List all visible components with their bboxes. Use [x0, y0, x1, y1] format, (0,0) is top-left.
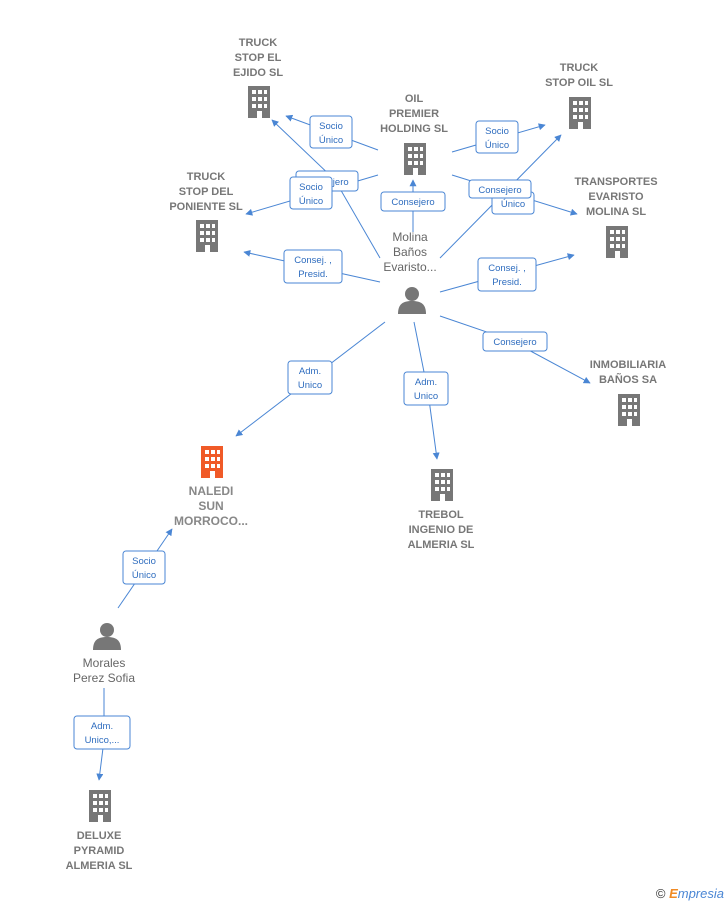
- person-name-line: Perez Sofia: [73, 671, 135, 685]
- edge-label-line: Socio: [485, 126, 509, 137]
- building-icon: [404, 143, 426, 175]
- edge-label-line: Consej. ,: [294, 255, 332, 266]
- company-name-line: PYRAMID: [74, 845, 125, 857]
- company-node-inmobiliaria[interactable]: INMOBILIARIA BAÑOS SA: [590, 359, 666, 426]
- edge-label-line: Unico: [414, 391, 438, 402]
- company-name-line: TRUCK: [187, 171, 226, 183]
- edges: [96, 114, 591, 781]
- edge-label-consejero-oil[interactable]: Consejero: [380, 191, 446, 212]
- company-node-naledi-focus[interactable]: NALEDI SUN MORROCO...: [174, 446, 248, 528]
- edge-label-line: Adm.: [299, 366, 321, 377]
- building-icon: [569, 97, 591, 129]
- edge-label-line: Socio: [319, 121, 343, 132]
- building-icon: [248, 86, 270, 118]
- brand-watermark: © Empresia: [656, 886, 724, 901]
- edge-label-adm-unico-trebol[interactable]: Adm. Unico: [403, 371, 449, 406]
- building-icon: [606, 226, 628, 258]
- company-name-line: INGENIO DE: [409, 524, 474, 536]
- edge-label-adm-unico-naledi[interactable]: Adm. Unico: [287, 360, 333, 395]
- company-name-line: ALMERIA SL: [66, 860, 133, 872]
- company-node-oil-premier-holding[interactable]: OIL PREMIER HOLDING SL: [380, 93, 448, 175]
- company-node-truck-stop-poniente[interactable]: TRUCK STOP DEL PONIENTE SL: [169, 171, 243, 252]
- company-name-line: SUN: [198, 499, 223, 513]
- edge-label-line: Presid.: [298, 269, 328, 280]
- building-icon: [89, 790, 111, 822]
- company-name-line: STOP OIL SL: [545, 77, 613, 89]
- company-name-line: TRANSPORTES: [574, 176, 657, 188]
- edge-label-consejero-inmobiliaria[interactable]: Consejero: [482, 331, 548, 352]
- company-node-truck-stop-oil[interactable]: TRUCK STOP OIL SL: [545, 62, 613, 129]
- edge-label-consej-presid-transportes[interactable]: Consej. , Presid.: [477, 257, 537, 292]
- edge-label-line: Consejero: [493, 337, 536, 348]
- company-name-line: DELUXE: [77, 830, 122, 842]
- copyright-icon: ©: [655, 886, 666, 901]
- building-icon: [431, 469, 453, 501]
- company-node-truck-stop-ejido[interactable]: TRUCK STOP EL EJIDO SL: [233, 37, 283, 118]
- company-name-line: ALMERIA SL: [408, 539, 475, 551]
- person-node-molina[interactable]: Molina Baños Evaristo...: [383, 230, 437, 314]
- edge-label-consej-presid-poniente[interactable]: Consej. , Presid.: [283, 249, 343, 284]
- person-icon: [93, 623, 121, 650]
- person-name-line: Baños: [393, 245, 427, 259]
- edge-label-line: Socio: [299, 182, 323, 193]
- edge-label-line: Adm.: [415, 377, 437, 388]
- brand-logo-text: mpresia: [677, 886, 724, 901]
- company-name-line: MOLINA SL: [586, 206, 646, 218]
- building-icon: [196, 220, 218, 252]
- company-name-line: EVARISTO: [588, 191, 644, 203]
- edge-label-line: Socio: [132, 556, 156, 567]
- company-name-line: INMOBILIARIA: [590, 359, 666, 371]
- company-name-line: EJIDO SL: [233, 67, 283, 79]
- company-name-line: NALEDI: [189, 484, 234, 498]
- edge-label-line: Único: [501, 199, 525, 210]
- edge-label-line: Presid.: [492, 277, 522, 288]
- edge-label-line: Único: [299, 196, 323, 207]
- company-name-line: MORROCO...: [174, 514, 248, 528]
- building-icon: [618, 394, 640, 426]
- company-name-line: TREBOL: [418, 509, 464, 521]
- edge-labels: Socio Único Socio Único Consejero Socio …: [73, 115, 548, 750]
- edge-label-socio-unico-ejido[interactable]: Socio Único: [309, 115, 353, 149]
- company-node-deluxe[interactable]: DELUXE PYRAMID ALMERIA SL: [66, 790, 133, 872]
- person-node-morales[interactable]: Morales Perez Sofia: [73, 623, 135, 685]
- edge-label-line: Único: [132, 570, 156, 581]
- edge-label-line: Unico: [298, 380, 322, 391]
- edge-label-line: Consejero: [478, 185, 521, 196]
- person-name-line: Molina: [392, 230, 428, 244]
- edge-label-adm-unico-deluxe[interactable]: Adm. Unico,...: [73, 715, 131, 750]
- company-name-line: STOP EL: [235, 52, 282, 64]
- company-name-line: STOP DEL: [179, 186, 234, 198]
- edge-label-socio-unico-naledi[interactable]: Socio Único: [122, 550, 166, 585]
- company-name-line: TRUCK: [560, 62, 599, 74]
- brand-logo-initial: E: [669, 886, 678, 901]
- edge-label-socio-unico-truckstopoil[interactable]: Socio Único: [475, 120, 519, 154]
- person-icon: [398, 287, 426, 314]
- edge-label-line: Adm.: [91, 721, 113, 732]
- person-name-line: Morales: [83, 656, 126, 670]
- company-name-line: BAÑOS SA: [599, 373, 657, 386]
- company-name-line: PONIENTE SL: [169, 201, 243, 213]
- edge-label-socio-unico-poniente[interactable]: Socio Único: [289, 176, 333, 210]
- edge-label-line: Unico,...: [85, 735, 120, 746]
- company-node-transportes-evaristo[interactable]: TRANSPORTES EVARISTO MOLINA SL: [574, 176, 658, 258]
- edge-label-line: Único: [319, 135, 343, 146]
- company-name-line: PREMIER: [389, 108, 439, 120]
- building-icon: [201, 446, 223, 478]
- person-name-line: Evaristo...: [383, 260, 436, 274]
- company-node-trebol[interactable]: TREBOL INGENIO DE ALMERIA SL: [408, 469, 475, 551]
- company-name-line: OIL: [405, 93, 424, 105]
- edge-label-line: Consejero: [391, 197, 434, 208]
- company-name-line: HOLDING SL: [380, 123, 448, 135]
- edge-label-line: Único: [485, 140, 509, 151]
- company-name-line: TRUCK: [239, 37, 278, 49]
- edge-label-line: Consej. ,: [488, 263, 526, 274]
- edge-label-consejero-transportes[interactable]: Consejero: [468, 179, 532, 199]
